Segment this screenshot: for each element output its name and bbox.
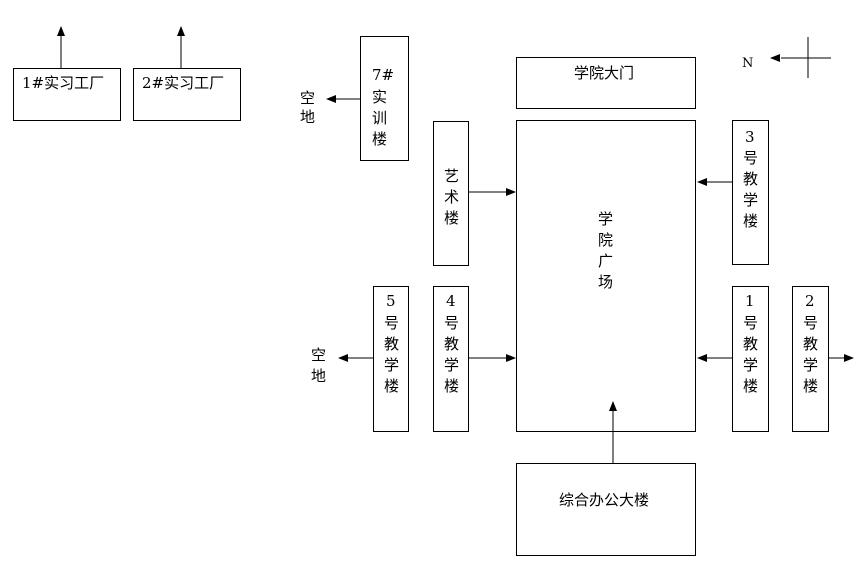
teach-4-line-3: 教 [444,335,459,353]
teach-3-line-3: 教 [743,170,758,188]
training-7-line-3: 训 [372,109,387,127]
teach-3-line-1: 3 [745,128,755,146]
art-building-line-2: 术 [444,188,459,206]
office-to-plaza-arrow [609,401,617,463]
open-space-bottom-line-1: 空 [311,346,326,364]
art-to-plaza-arrow [469,188,516,196]
teach-5-line-1: 5 [386,292,396,310]
factory-2-up-arrow [177,26,185,68]
teach-2-line-2: 号 [803,314,818,332]
factory-2-node: 2#实习工厂 [133,68,241,121]
teach-5-line-4: 学 [384,356,399,374]
teach-3-line-5: 楼 [743,212,758,230]
teach-2-line-1: 2 [805,292,815,310]
teach-3-line-4: 学 [743,191,758,209]
training-building-7-node: 7# 实 训 楼 [360,36,409,161]
teach-1-line-5: 楼 [743,377,758,395]
training-7-line-2: 实 [372,88,387,106]
teach-4-line-4: 学 [444,356,459,374]
factory-1-node: 1#实习工厂 [13,68,121,121]
training-7-line-4: 楼 [372,130,387,148]
teaching-building-3-node: 3 号 教 学 楼 [732,120,769,265]
open-space-bottom-line-2: 地 [311,367,326,385]
teach-5-line-2: 号 [384,314,399,332]
open-space-top-line-1: 空 [300,89,315,107]
training-7-left-arrow [326,95,360,103]
teaching-building-2-node: 2 号 教 学 楼 [792,286,829,432]
teach-2-line-5: 楼 [803,377,818,395]
teach-4-line-1: 4 [446,292,456,310]
teach-2-right-arrow [829,354,854,362]
plaza-line-1: 学 [598,210,613,228]
teach-4-line-5: 楼 [444,377,459,395]
office-building-label: 综合办公大楼 [559,491,649,509]
teach-2-line-4: 学 [803,356,818,374]
office-building-node: 综合办公大楼 [516,463,696,556]
plaza-line-2: 院 [598,231,613,249]
teach-3-to-plaza-arrow [697,178,732,186]
teach-5-left-arrow [338,354,373,362]
open-space-top-line-2: 地 [300,108,315,126]
factory-1-up-arrow [57,26,65,68]
teach-1-line-2: 号 [743,314,758,332]
factory-1-label: 1#实习工厂 [22,74,104,92]
art-building-node: 艺 术 楼 [433,121,469,266]
teaching-building-4-node: 4 号 教 学 楼 [433,286,469,432]
teach-1-to-plaza-arrow [697,354,732,362]
art-building-line-1: 艺 [444,167,459,185]
teach-1-line-3: 教 [743,335,758,353]
teach-5-line-3: 教 [384,335,399,353]
teaching-building-5-node: 5 号 教 学 楼 [373,286,409,432]
teach-1-line-1: 1 [745,292,755,310]
training-7-line-1: 7# [372,66,394,84]
college-gate-label: 学院大门 [574,64,634,82]
art-building-line-3: 楼 [444,209,459,227]
teach-2-line-3: 教 [803,335,818,353]
teach-1-line-4: 学 [743,356,758,374]
teach-5-line-5: 楼 [384,377,399,395]
college-plaza-node: 学 院 广 场 [516,120,696,432]
teach-3-line-2: 号 [743,149,758,167]
compass-icon [770,37,831,78]
factory-2-label: 2#实习工厂 [142,74,224,92]
teach-4-to-plaza-arrow [469,354,516,362]
plaza-line-4: 场 [598,273,613,291]
college-gate-node: 学院大门 [516,57,696,109]
teaching-building-1-node: 1 号 教 学 楼 [732,286,769,432]
compass-north-label: N [742,56,753,71]
teach-4-line-2: 号 [444,314,459,332]
plaza-line-3: 广 [598,252,613,270]
